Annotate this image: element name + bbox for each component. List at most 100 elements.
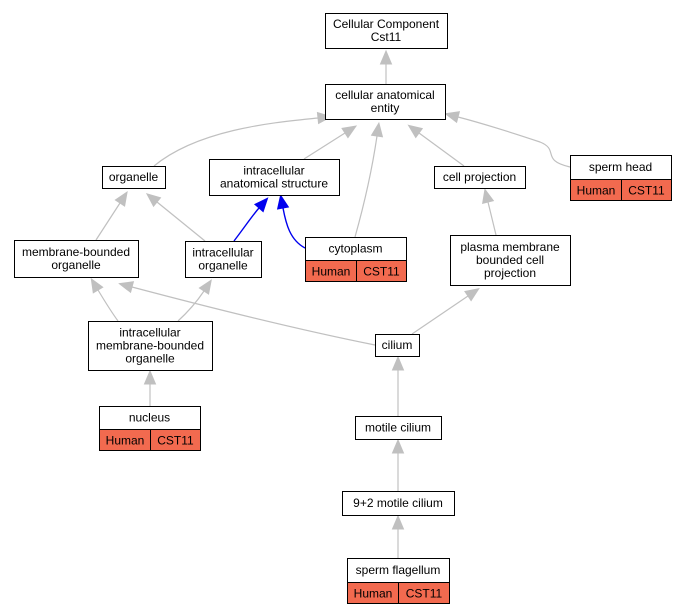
node-label: Cellular Component: [333, 17, 440, 31]
edge-line: [156, 201, 206, 242]
arrowhead-icon: [407, 124, 424, 139]
edge-nucleus-to-imbo: [143, 369, 157, 406]
node-nineplus2[interactable]: 9+2 motile cilium: [342, 491, 455, 516]
node-box: [375, 334, 420, 357]
edge-ias-to-cae: [303, 125, 358, 160]
arrowhead-icon: [464, 287, 480, 302]
arrowhead-icon: [391, 355, 405, 371]
edge-io-to-ias: [233, 197, 269, 242]
edge-mbo-to-organelle: [95, 191, 128, 241]
node-motile[interactable]: motile cilium: [355, 416, 442, 440]
edge-nineplus2-to-motile: [391, 438, 405, 491]
organism-label: Human: [354, 587, 393, 601]
edge-imbo-to-mbo: [90, 277, 119, 322]
edge-line: [282, 207, 306, 249]
annotation-strip: Human CST11: [99, 429, 201, 451]
edge-line: [354, 135, 378, 238]
edge-line: [95, 202, 121, 241]
edge-line: [457, 116, 571, 168]
arrowhead-icon: [316, 111, 333, 125]
edges-layer: [90, 49, 571, 558]
node-label: intracellular: [243, 164, 304, 178]
arrowhead-icon: [370, 121, 384, 138]
annotation-strip: Human CST11: [347, 582, 450, 604]
node-organelle[interactable]: organelle: [102, 166, 166, 189]
node-label: sperm head: [589, 160, 652, 174]
arrowhead-icon: [379, 49, 393, 65]
edge-cytoplasm-to-cae: [354, 121, 384, 238]
node-box: [88, 321, 213, 371]
edge-io-to-organelle: [145, 192, 206, 242]
edge-line: [131, 286, 376, 346]
node-box: [14, 240, 139, 278]
node-box: [570, 155, 672, 180]
node-label: intracellular: [192, 246, 253, 260]
gene-label: CST11: [406, 587, 443, 601]
node-label: motile cilium: [365, 421, 431, 435]
node-box: [325, 84, 446, 120]
node-label: cytoplasm: [328, 242, 382, 256]
node-label: organelle: [198, 259, 248, 273]
arrowhead-icon: [341, 125, 358, 139]
arrowhead-icon: [276, 193, 290, 210]
node-label: anatomical structure: [220, 177, 328, 191]
node-label: Cst11: [371, 30, 402, 44]
node-label: sperm flagellum: [356, 563, 441, 577]
edge-line: [153, 117, 319, 167]
arrowhead-icon: [198, 279, 212, 295]
edge-line: [411, 295, 469, 335]
node-box: [355, 416, 442, 440]
edge-cilium-to-mbo: [118, 281, 376, 346]
arrowhead-icon: [482, 188, 495, 204]
node-box: [342, 491, 455, 516]
node-box: [325, 13, 448, 49]
edge-line: [418, 132, 465, 167]
node-label: organelle: [109, 170, 159, 184]
node-cellproj[interactable]: cell projection: [434, 166, 526, 189]
edge-cytoplasm-to-ias: [276, 193, 306, 249]
node-label: cell projection: [443, 170, 516, 184]
arrowhead-icon: [143, 369, 157, 385]
arrowhead-icon: [118, 281, 135, 294]
node-label: membrane-bounded: [22, 245, 130, 259]
edge-imbo-to-io: [177, 279, 212, 322]
edge-flagellum-to-nineplus2: [391, 514, 405, 558]
node-box: [185, 241, 262, 278]
edge-cae-to-root: [379, 49, 393, 84]
node-label: projection: [484, 266, 536, 280]
organism-label: Human: [312, 265, 351, 279]
node-label: bounded cell: [476, 253, 544, 267]
annotation-strip: Human CST11: [305, 260, 407, 282]
gene-label: CST11: [157, 434, 194, 448]
node-label: 9+2 motile cilium: [353, 496, 443, 510]
node-label: intracellular: [119, 326, 180, 340]
organism-label: Human: [106, 434, 145, 448]
gene-label: CST11: [363, 265, 400, 279]
edge-line: [487, 201, 497, 236]
arrowhead-icon: [444, 111, 461, 124]
node-box: [209, 159, 340, 196]
node-label: cellular anatomical: [335, 88, 434, 102]
arrowhead-icon: [114, 191, 128, 207]
edge-line: [97, 289, 119, 322]
edge-cellproj-to-cae: [407, 124, 465, 167]
edge-pmbcp-to-cellproj: [482, 188, 497, 236]
node-label: entity: [371, 101, 400, 115]
arrowhead-icon: [90, 277, 104, 294]
edge-spermhead-to-cae: [444, 111, 571, 168]
node-cilium[interactable]: cilium: [375, 334, 420, 357]
